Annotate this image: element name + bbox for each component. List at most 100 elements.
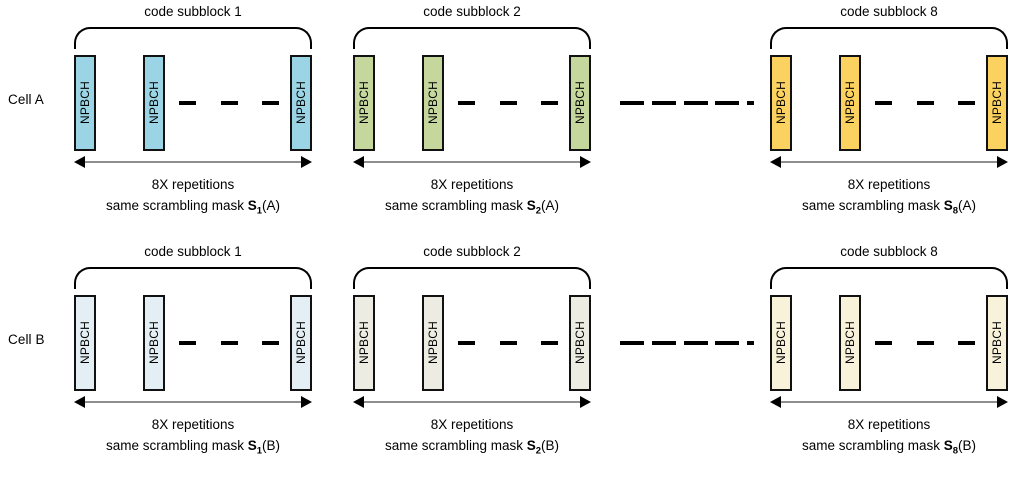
mask-index: 2 xyxy=(535,445,542,457)
npbch-label: NPBCH xyxy=(78,81,92,125)
mask-index: 8 xyxy=(952,445,959,457)
npbch-label: NPBCH xyxy=(843,81,857,125)
npbch-label: NPBCH xyxy=(990,81,1004,125)
inner-ellipsis-dashes xyxy=(875,340,975,345)
arrow-head-left-icon xyxy=(770,396,781,408)
npbch-block: NPBCH xyxy=(143,55,165,151)
mask-suffix: (A) xyxy=(262,198,281,213)
arrow-shaft xyxy=(360,401,584,404)
arrow-head-left-icon xyxy=(74,396,85,408)
npbch-label: NPBCH xyxy=(573,321,587,365)
subblock-caption-a1: 8X repetitions same scrambling mask S1(A… xyxy=(52,174,334,222)
npbch-block: NPBCH xyxy=(143,295,165,391)
mask-suffix: (B) xyxy=(541,438,560,453)
npbch-label: NPBCH xyxy=(294,81,308,125)
npbch-label: NPBCH xyxy=(426,81,440,125)
mask-prefix: same scrambling mask xyxy=(801,198,944,213)
subblock-brace-b1 xyxy=(74,267,312,289)
mask-suffix: (A) xyxy=(958,198,977,213)
arrow-head-left-icon xyxy=(353,156,364,168)
arrow-head-right-icon xyxy=(580,396,591,408)
subblock-title-b8: code subblock 8 xyxy=(840,244,938,259)
npbch-block: NPBCH xyxy=(569,55,591,151)
subblock-brace-b8 xyxy=(770,267,1008,289)
arrow-head-left-icon xyxy=(770,156,781,168)
subblock-brace-b2 xyxy=(353,267,591,289)
npbch-label: NPBCH xyxy=(294,321,308,365)
repetition-span-arrow-b1 xyxy=(74,396,312,409)
npbch-label: NPBCH xyxy=(843,321,857,365)
mask-prefix: same scrambling mask xyxy=(801,438,944,453)
subblock-brace-a1 xyxy=(74,27,312,49)
npbch-label: NPBCH xyxy=(774,321,788,365)
mask-index: 2 xyxy=(535,205,542,217)
subblock-brace-a2 xyxy=(353,27,591,49)
arrow-shaft xyxy=(360,161,584,164)
npbch-block: NPBCH xyxy=(353,295,375,391)
mask-index: 8 xyxy=(952,205,959,217)
npbch-block: NPBCH xyxy=(986,295,1008,391)
subblock-group-a8: code subblock 8 NPBCH NPBCH NPBCH 8X rep… xyxy=(770,0,1008,240)
npbch-label: NPBCH xyxy=(990,321,1004,365)
npbch-block: NPBCH xyxy=(353,55,375,151)
arrow-head-right-icon xyxy=(580,156,591,168)
mask-prefix: same scrambling mask xyxy=(384,198,527,213)
mask-symbol: S xyxy=(247,198,257,213)
subblock-caption-a8: 8X repetitions same scrambling mask S8(A… xyxy=(748,174,1024,222)
scrambling-mask-text: same scrambling mask S1(A) xyxy=(52,195,334,222)
arrow-head-right-icon xyxy=(997,396,1008,408)
subblock-brace-a8 xyxy=(770,27,1008,49)
cell-b-label: Cell B xyxy=(8,332,45,347)
subblock-caption-a2: 8X repetitions same scrambling mask S2(A… xyxy=(331,174,613,222)
scrambling-mask-text: same scrambling mask S8(B) xyxy=(748,435,1024,462)
mask-suffix: (B) xyxy=(262,438,281,453)
repetitions-text: 8X repetitions xyxy=(430,417,514,432)
scrambling-mask-text: same scrambling mask S2(A) xyxy=(331,195,613,222)
mask-prefix: same scrambling mask xyxy=(105,438,248,453)
inner-ellipsis-dashes xyxy=(179,340,279,345)
group-gap-ellipsis-b xyxy=(620,340,754,345)
subblock-title-b2: code subblock 2 xyxy=(423,244,521,259)
mask-symbol: S xyxy=(943,438,953,453)
npbch-block: NPBCH xyxy=(422,55,444,151)
subblock-caption-b1: 8X repetitions same scrambling mask S1(B… xyxy=(52,414,334,462)
npbch-label: NPBCH xyxy=(774,81,788,125)
subblock-group-b2: code subblock 2 NPBCH NPBCH NPBCH 8X rep… xyxy=(353,240,591,480)
npbch-block: NPBCH xyxy=(290,295,312,391)
subblock-title-a2: code subblock 2 xyxy=(423,4,521,19)
cell-row-b: Cell B code subblock 1 NPBCH NPBCH NPBCH… xyxy=(0,240,1024,480)
repetition-span-arrow-a8 xyxy=(770,156,1008,169)
arrow-head-left-icon xyxy=(74,156,85,168)
npbch-label: NPBCH xyxy=(147,321,161,365)
mask-prefix: same scrambling mask xyxy=(384,438,527,453)
subblock-group-a2: code subblock 2 NPBCH NPBCH NPBCH 8X rep… xyxy=(353,0,591,240)
repetition-span-arrow-b2 xyxy=(353,396,591,409)
mask-symbol: S xyxy=(943,198,953,213)
npbch-label: NPBCH xyxy=(426,321,440,365)
inner-ellipsis-dashes xyxy=(458,340,558,345)
arrow-head-left-icon xyxy=(353,396,364,408)
repetitions-text: 8X repetitions xyxy=(847,177,931,192)
mask-prefix: same scrambling mask xyxy=(105,198,248,213)
npbch-block: NPBCH xyxy=(770,55,792,151)
mask-symbol: S xyxy=(526,438,536,453)
arrow-head-right-icon xyxy=(301,156,312,168)
npbch-label: NPBCH xyxy=(357,321,371,365)
subblock-caption-b8: 8X repetitions same scrambling mask S8(B… xyxy=(748,414,1024,462)
scrambling-mask-text: same scrambling mask S2(B) xyxy=(331,435,613,462)
inner-ellipsis-dashes xyxy=(875,100,975,105)
group-gap-ellipsis-a xyxy=(620,100,754,105)
repetitions-text: 8X repetitions xyxy=(151,177,235,192)
npbch-label: NPBCH xyxy=(78,321,92,365)
cell-a-label: Cell A xyxy=(8,92,44,107)
cell-row-a: Cell A code subblock 1 NPBCH NPBCH NPBCH… xyxy=(8,0,1008,240)
subblock-group-a1: code subblock 1 NPBCH NPBCH NPBCH 8X rep… xyxy=(74,0,312,240)
inner-ellipsis-dashes xyxy=(179,100,279,105)
mask-symbol: S xyxy=(247,438,257,453)
subblock-group-b1: code subblock 1 NPBCH NPBCH NPBCH 8X rep… xyxy=(74,240,312,480)
arrow-shaft xyxy=(777,161,1001,164)
mask-suffix: (A) xyxy=(541,198,560,213)
repetitions-text: 8X repetitions xyxy=(847,417,931,432)
npbch-block: NPBCH xyxy=(74,55,96,151)
subblock-title-b1: code subblock 1 xyxy=(144,244,242,259)
